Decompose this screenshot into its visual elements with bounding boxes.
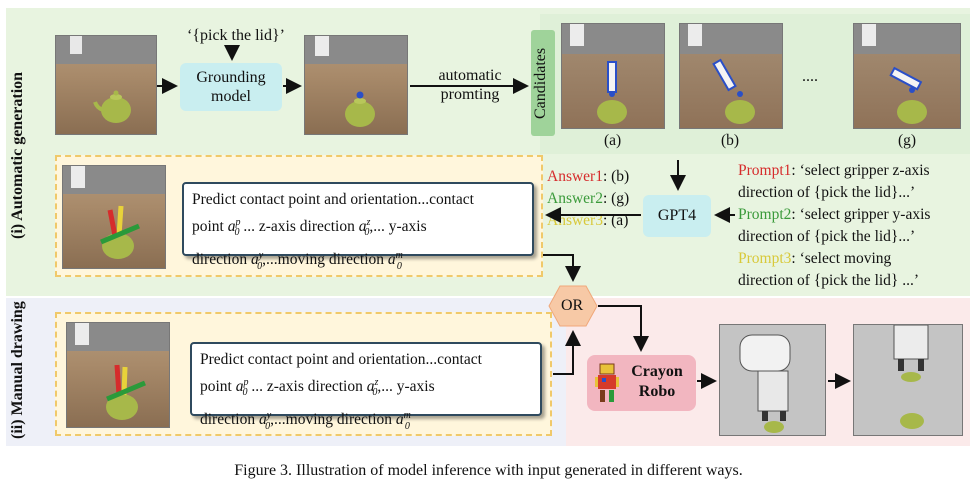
manual-prompt-line2: point ap0 ... z-axis direction az0,... y… xyxy=(200,377,435,399)
candidates-box: Candidates xyxy=(531,30,555,136)
or-label: OR xyxy=(561,297,584,314)
grounding-model-box: Grounding model xyxy=(180,63,282,111)
figure-caption: Figure 3. Illustration of model inferenc… xyxy=(234,462,743,479)
candidate-b-illustration xyxy=(680,24,782,124)
candidates-label: Candidates xyxy=(532,47,549,119)
grounded-teapot-illustration xyxy=(305,36,407,127)
automatic-prompt-box: Predict contact point and orientation...… xyxy=(182,182,534,272)
candidate-g-illustration xyxy=(854,24,960,124)
grounded-scene-image xyxy=(304,35,408,135)
row-label-automatic: (i) Automatic generation xyxy=(9,71,26,239)
gpt4-label: GPT4 xyxy=(657,207,697,224)
query-text: ‘{pick the lid}’ xyxy=(187,27,285,44)
annotated-teapot-illustration xyxy=(63,166,165,259)
row-label-manual: (ii) Manual drawing xyxy=(9,301,26,439)
robot-logo-icon xyxy=(595,363,619,402)
auto-prompt-line3: direction ay0,...moving direction am0 xyxy=(192,250,403,272)
auto-prompt-line1: Predict contact point and orientation...… xyxy=(192,191,474,208)
robot-execution-image-2 xyxy=(853,324,963,436)
prompt-1: Prompt1: ‘select gripper z-axis directio… xyxy=(738,162,930,201)
or-node xyxy=(548,285,598,327)
automatic-prompting-text: automatic promting xyxy=(438,67,502,103)
auto-prompt-line2: point ap0 ... z-axis direction az0,... y… xyxy=(192,217,427,239)
gpt4-box: GPT4 xyxy=(643,195,711,237)
candidate-image-b xyxy=(679,23,783,129)
automatic-annotated-image xyxy=(62,165,166,269)
candidate-label-g: (g) xyxy=(898,132,917,149)
input-scene-image xyxy=(55,35,157,135)
robot-execution-image-1 xyxy=(719,324,826,436)
manual-prompt-line1: Predict contact point and orientation...… xyxy=(200,351,482,368)
teapot-scene-illustration xyxy=(56,36,156,123)
manual-teapot-illustration xyxy=(67,323,169,420)
manual-annotated-image xyxy=(66,322,170,428)
prompt-2: Prompt2: ‘select gripper y-axis directio… xyxy=(738,206,931,245)
grounding-model-label: Grounding model xyxy=(196,69,266,105)
candidate-label-a: (a) xyxy=(604,132,622,149)
answer-3: Answer3: (a) xyxy=(547,212,629,229)
candidates-ellipsis: .... xyxy=(802,68,818,85)
candidate-a-illustration xyxy=(562,24,664,124)
prompt-3: Prompt3: ‘select moving direction of {pi… xyxy=(738,250,920,289)
manual-prompt-box: Predict contact point and orientation...… xyxy=(190,342,542,432)
robot-arm-illustration-2 xyxy=(854,325,962,435)
manual-prompt-line3: direction ay0,...moving direction am0 xyxy=(200,410,411,432)
answer-2: Answer2: (g) xyxy=(547,190,630,207)
answer-1: Answer1: (b) xyxy=(547,168,630,185)
candidate-image-a xyxy=(561,23,665,129)
candidate-image-g xyxy=(853,23,961,129)
candidate-label-b: (b) xyxy=(721,132,740,149)
crayonrobo-label: Crayon Robo xyxy=(631,363,683,400)
robot-arm-illustration-1 xyxy=(720,325,825,435)
